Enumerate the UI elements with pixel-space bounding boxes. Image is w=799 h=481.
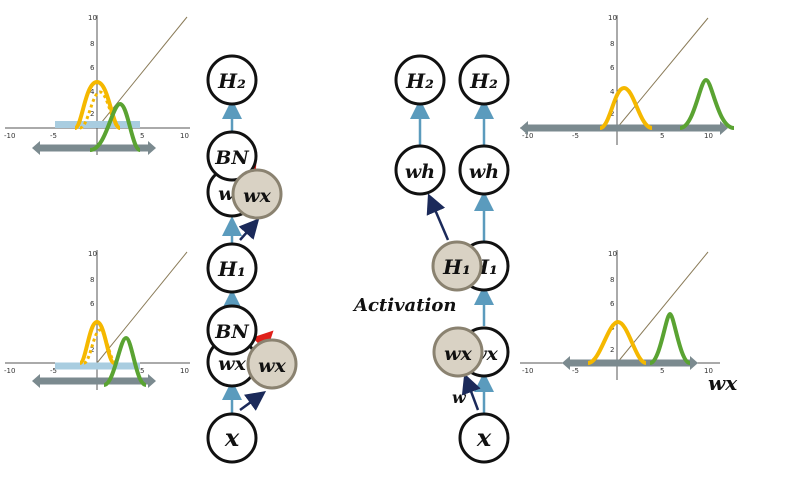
node-wx-left-upper-active xyxy=(231,168,283,220)
tick-x-neg10: -10 xyxy=(522,367,533,375)
curve-green xyxy=(89,101,142,152)
node-wx-right-active-label: wx xyxy=(444,343,472,365)
tick-x-neg10: -10 xyxy=(4,132,15,140)
plot-bottom-right: -10 -5 5 10 10 8 6 4 2 xyxy=(520,250,720,380)
tick-y-10: 10 xyxy=(88,250,97,258)
node-wh-right-1 xyxy=(394,144,446,196)
tick-y-6: 6 xyxy=(610,64,615,72)
tick-x-10: 10 xyxy=(180,132,189,140)
node-bn-left-upper xyxy=(206,130,258,182)
node-wh-right-2 xyxy=(458,144,510,196)
activation-label: Activation xyxy=(352,295,456,316)
tick-y-8: 8 xyxy=(90,276,94,284)
tick-x-neg5: -5 xyxy=(50,367,57,375)
corner-wx-label: wx xyxy=(708,371,738,395)
tick-y-6: 6 xyxy=(90,300,95,308)
node-x-left-label: x xyxy=(224,423,240,452)
tick-y-4: 4 xyxy=(610,88,615,96)
tick-x-neg10: -10 xyxy=(522,132,533,140)
tick-x-5: 5 xyxy=(660,132,664,140)
tick-y-2: 2 xyxy=(610,346,614,354)
tick-y-2: 2 xyxy=(90,346,94,354)
node-h2-right-2 xyxy=(458,54,510,106)
node-wx-left-lower-active xyxy=(246,338,298,390)
node-bn-left-upper-label: BN xyxy=(214,147,249,169)
node-bn-left-lower-label: BN xyxy=(214,321,249,343)
node-h2-right-1-label: H₂ xyxy=(405,69,434,93)
tick-x-5: 5 xyxy=(140,367,144,375)
node-wx-left-lower-label: wx xyxy=(218,353,246,375)
tick-x-neg5: -5 xyxy=(572,367,579,375)
node-h2-left-label: H₂ xyxy=(217,69,246,93)
node-wh-right-2-label: wh xyxy=(469,161,499,183)
node-wx-left-lower-active-label: wx xyxy=(258,355,286,377)
tick-x-5: 5 xyxy=(140,132,144,140)
right-network: x wx wx H₁ H₁ wh wh H₂ H₂ Activation w xyxy=(352,54,510,464)
tick-y-8: 8 xyxy=(90,40,94,48)
node-wh-right-1-label: wh xyxy=(405,161,435,183)
tick-x-neg10: -10 xyxy=(4,367,15,375)
plot-top-left: -10 -5 5 10 10 8 6 4 2 xyxy=(4,14,190,155)
node-x-right-label: x xyxy=(476,423,492,452)
node-x-left xyxy=(206,412,258,464)
node-h1-right-active xyxy=(431,240,483,292)
tick-x-5: 5 xyxy=(660,367,664,375)
tick-y-8: 8 xyxy=(610,276,614,284)
left-network: x wx BN wx H₁ wx BN wx H₂ xyxy=(206,54,298,464)
tick-y-10: 10 xyxy=(88,14,97,22)
node-h2-right-2-label: H₂ xyxy=(469,69,498,93)
tick-y-10: 10 xyxy=(608,14,617,22)
weight-label: w xyxy=(452,388,467,407)
tick-x-neg5: -5 xyxy=(50,132,57,140)
node-h2-left xyxy=(206,54,258,106)
tick-x-10: 10 xyxy=(180,367,189,375)
node-x-right xyxy=(458,412,510,464)
tick-y-6: 6 xyxy=(90,64,95,72)
node-h1-left xyxy=(206,242,258,294)
node-bn-left-lower xyxy=(206,304,258,356)
tick-y-4: 4 xyxy=(90,88,95,96)
tick-x-10: 10 xyxy=(704,132,713,140)
tick-y-6: 6 xyxy=(610,300,615,308)
node-h1-right-active-label: H₁ xyxy=(442,255,471,279)
plot-bottom-left: -10 -5 5 10 10 8 6 4 2 xyxy=(4,250,190,390)
tick-y-8: 8 xyxy=(610,40,614,48)
tick-x-10: 10 xyxy=(704,367,713,375)
tick-y-10: 10 xyxy=(608,250,617,258)
tick-y-2: 2 xyxy=(610,110,614,118)
plot-top-right: -10 -5 5 10 10 8 6 4 2 xyxy=(520,14,735,145)
node-h1-left-label: H₁ xyxy=(217,257,246,281)
node-wx-right-active xyxy=(432,326,484,378)
tick-y-2: 2 xyxy=(90,110,94,118)
node-wx-left-upper-active-label: wx xyxy=(243,185,271,207)
node-h2-right-1 xyxy=(394,54,446,106)
tick-x-neg5: -5 xyxy=(572,132,579,140)
